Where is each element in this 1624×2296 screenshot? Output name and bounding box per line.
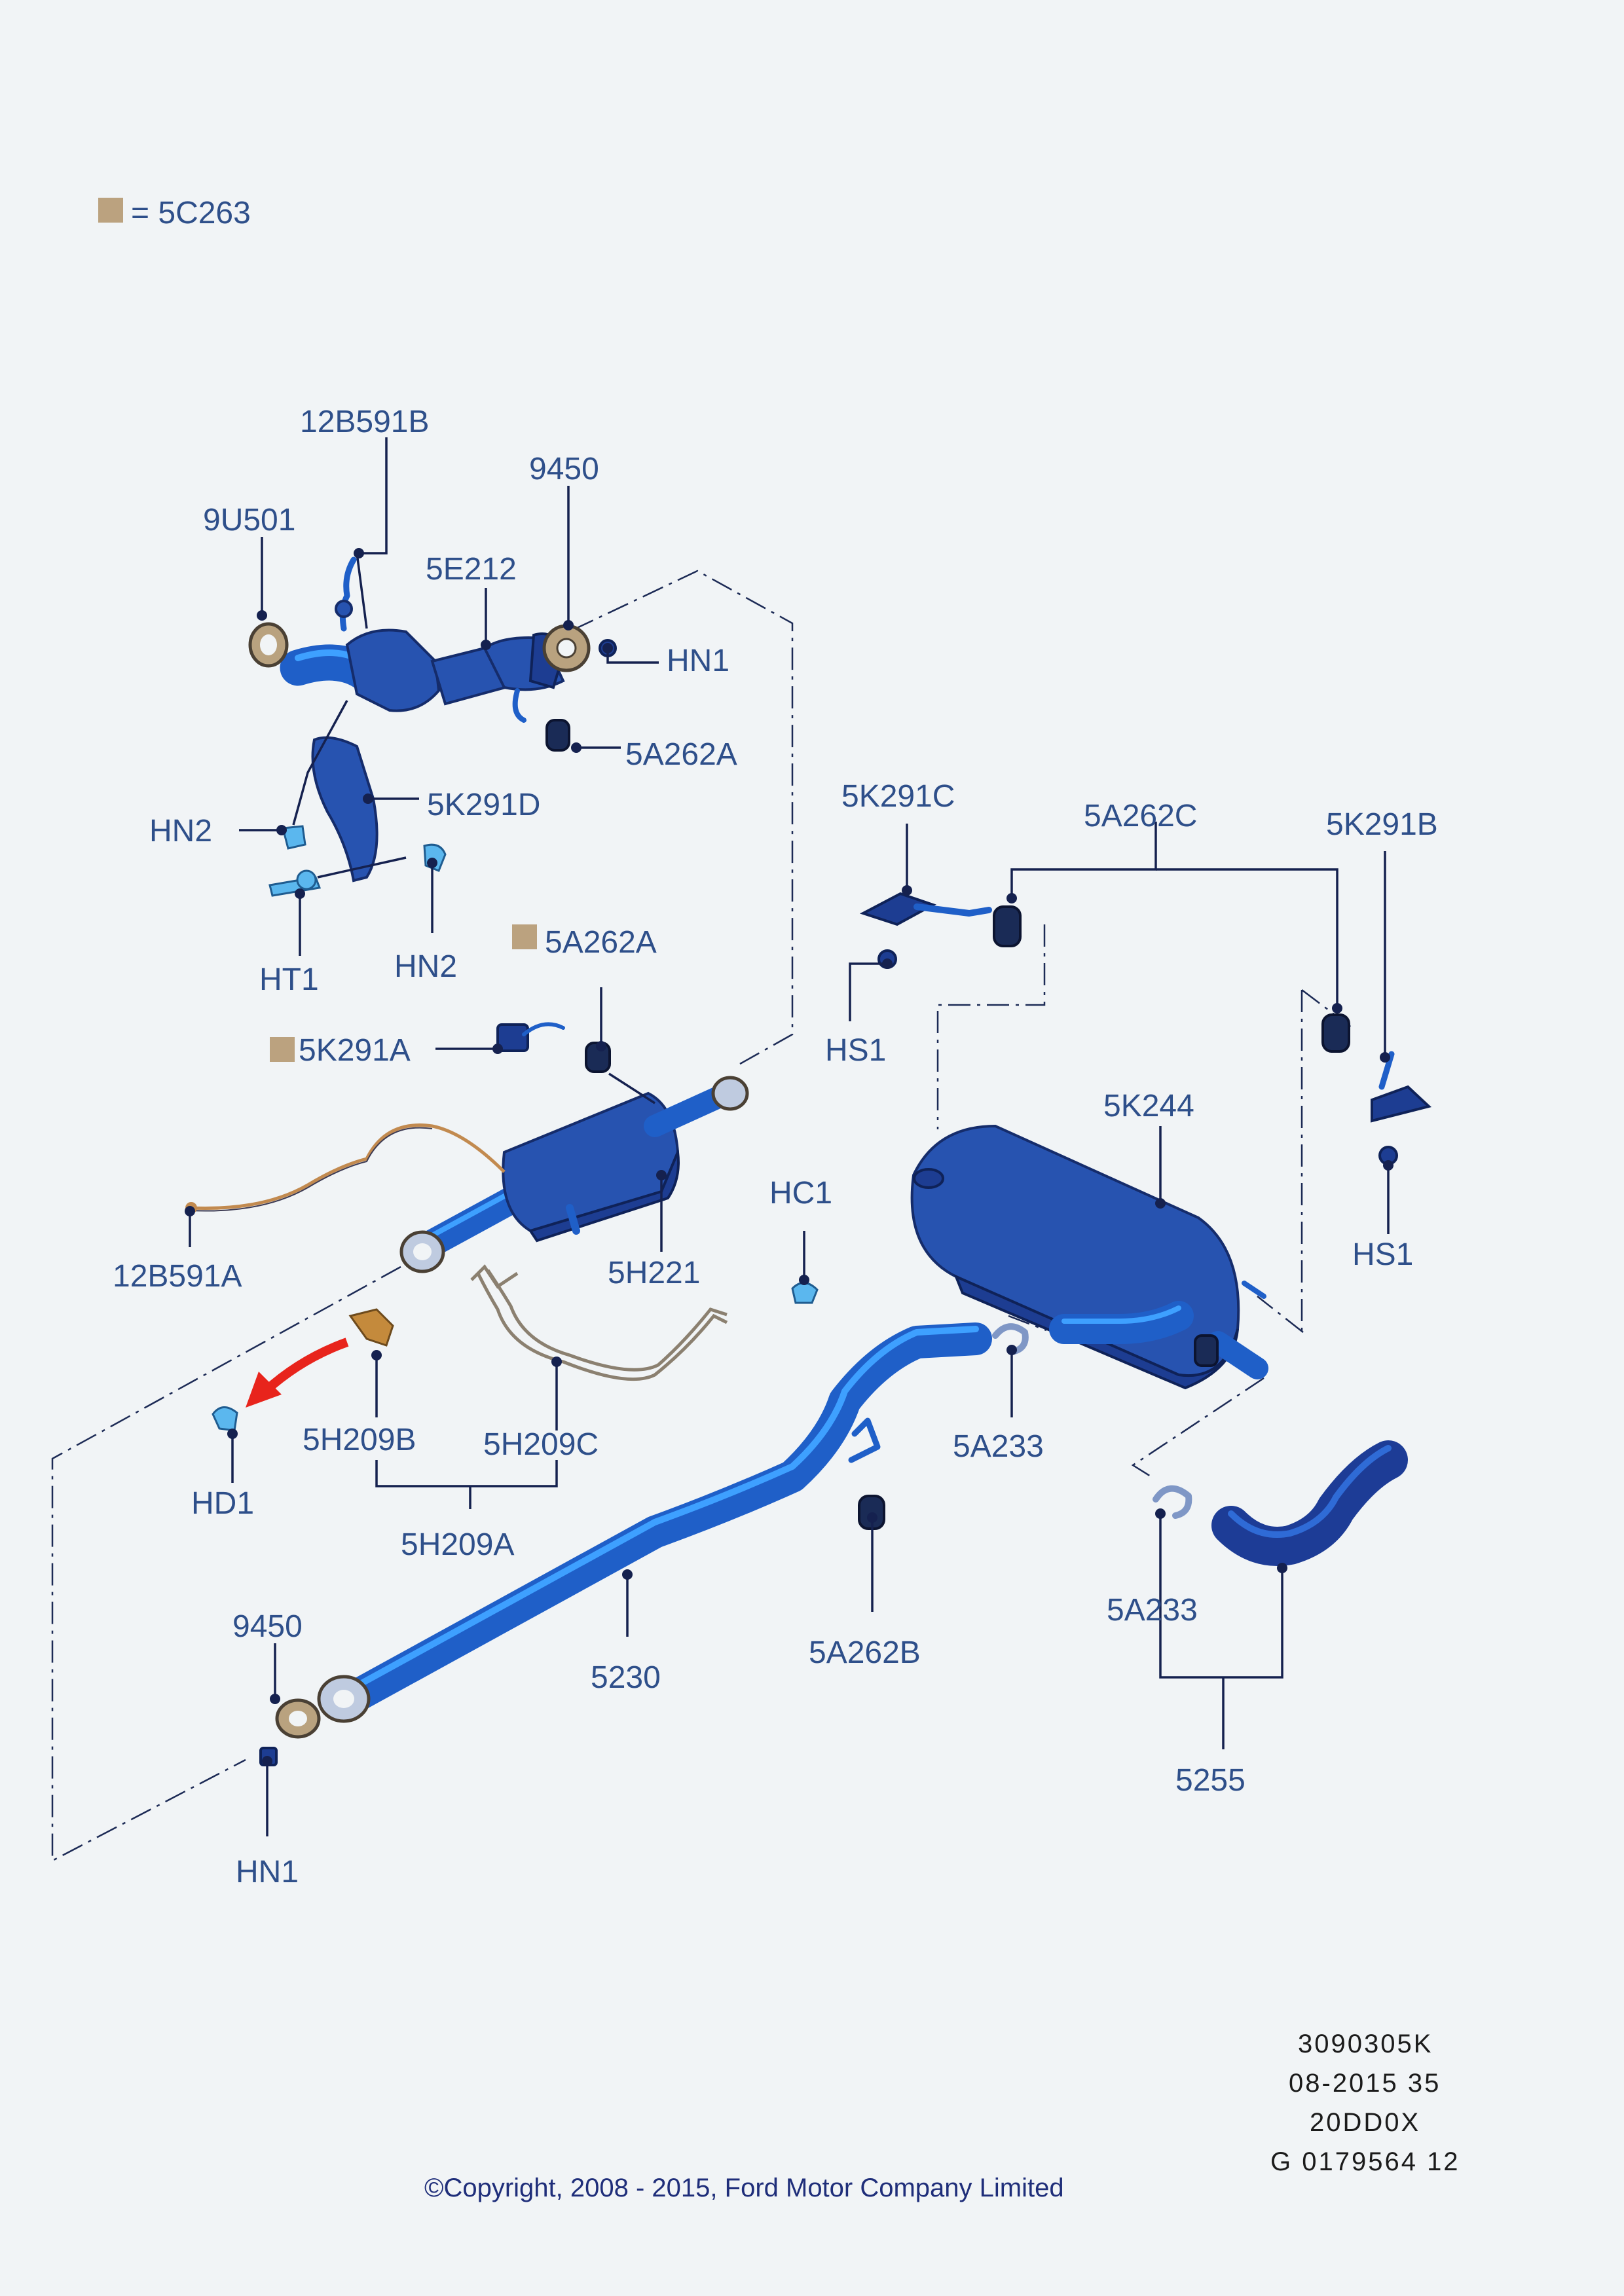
particulate-filter-5h221 xyxy=(399,1076,749,1273)
tube-5h209c-icon xyxy=(470,1264,728,1381)
label-9450-top: 9450 xyxy=(529,452,599,486)
insulator-5a262a-top-icon xyxy=(545,719,570,752)
label-hn2-bottom: HN2 xyxy=(394,949,457,984)
label-5k291c: 5K291C xyxy=(841,779,955,814)
label-hd1: HD1 xyxy=(191,1486,254,1521)
label-ht1: HT1 xyxy=(259,962,319,997)
label-5e212: 5E212 xyxy=(426,552,517,587)
sensor-5k291a-icon xyxy=(496,1022,565,1052)
clip-hd1-icon xyxy=(212,1406,238,1432)
label-5h221: 5H221 xyxy=(608,1256,700,1290)
label-5230: 5230 xyxy=(591,1660,661,1695)
heat-shield-5k291d-icon xyxy=(311,736,378,883)
legend-text: = 5C263 xyxy=(131,196,251,230)
bracket-5k291c-icon xyxy=(859,892,992,926)
rear-muffler-5k244 xyxy=(910,1124,1268,1390)
footer-code-2: 08-2015 35 xyxy=(1289,2069,1441,2098)
label-5h209c: 5H209C xyxy=(483,1427,599,1462)
clip-hc1-icon xyxy=(791,1282,819,1304)
label-hn1-top: HN1 xyxy=(667,644,729,678)
label-5a233-mid: 5A233 xyxy=(953,1429,1044,1464)
leader-lines xyxy=(185,437,1393,1836)
legend: = 5C263 xyxy=(98,196,251,230)
clamp-9u501-icon xyxy=(248,622,289,668)
label-5k291d: 5K291D xyxy=(427,788,540,822)
sensor-12b591b-icon xyxy=(335,556,357,632)
label-5a262a-mid: 5A262A xyxy=(545,925,657,960)
footer-code-1: 3090305K xyxy=(1298,2030,1433,2058)
label-hs1-right: HS1 xyxy=(1352,1237,1413,1272)
label-5h209b: 5H209B xyxy=(303,1423,416,1457)
label-9u501: 9U501 xyxy=(203,503,295,538)
tail-pipe-5255 xyxy=(1211,1440,1408,1566)
label-hn2-left: HN2 xyxy=(149,814,212,848)
footer-code-4: G 0179564 12 xyxy=(1270,2147,1460,2176)
sensor-5h209b-icon xyxy=(348,1308,394,1347)
label-hn1-bottom: HN1 xyxy=(236,1855,299,1889)
front-pipe-catalyst xyxy=(280,624,591,723)
clamp-5a233-mid-icon xyxy=(992,1323,1029,1355)
label-5k291b: 5K291B xyxy=(1326,807,1438,842)
footer-copyright: ©Copyright, 2008 - 2015, Ford Motor Comp… xyxy=(424,2174,1064,2202)
label-5255: 5255 xyxy=(1175,1763,1246,1798)
label-12b591b: 12B591B xyxy=(300,405,430,439)
label-5a262b: 5A262B xyxy=(809,1635,921,1670)
sensor-wire-12b591a-icon xyxy=(185,1123,506,1214)
label-swatch-5k291a xyxy=(270,1037,295,1062)
label-9450-bottom: 9450 xyxy=(232,1609,303,1644)
label-hc1: HC1 xyxy=(769,1176,832,1211)
gasket-9450-bottom-icon xyxy=(275,1698,321,1739)
label-5a262c: 5A262C xyxy=(1084,799,1197,833)
label-hs1-left: HS1 xyxy=(825,1033,886,1068)
footer: 3090305K 08-2015 35 20DD0X G 0179564 12 … xyxy=(424,2030,1460,2202)
insulator-5k291b-icon xyxy=(1321,1013,1432,1123)
footer-code-3: 20DD0X xyxy=(1310,2108,1420,2137)
insulator-5a262c-icon xyxy=(993,905,1022,947)
intermediate-pipe-5230 xyxy=(317,1322,992,1723)
label-5a262a-top: 5A262A xyxy=(625,737,737,772)
label-12b591a: 12B591A xyxy=(113,1259,242,1294)
fastener-hn2-left-icon xyxy=(282,825,306,850)
fastener-ht1-icon xyxy=(268,869,322,897)
part-labels: 12B591B 9450 9U501 5E212 HN1 5A262A HN2 … xyxy=(113,405,1438,1889)
label-5a233-right: 5A233 xyxy=(1107,1593,1198,1628)
clamp-5a233-right-icon xyxy=(1153,1485,1192,1519)
legend-swatch xyxy=(98,198,123,223)
label-5k244: 5K244 xyxy=(1103,1089,1194,1123)
label-5k291a: 5K291A xyxy=(299,1033,411,1068)
assembly-outline-lines xyxy=(51,570,1353,1863)
label-5h209a: 5H209A xyxy=(401,1527,514,1562)
label-swatch-5a262a xyxy=(512,924,537,949)
arrow-red-icon xyxy=(246,1338,349,1408)
